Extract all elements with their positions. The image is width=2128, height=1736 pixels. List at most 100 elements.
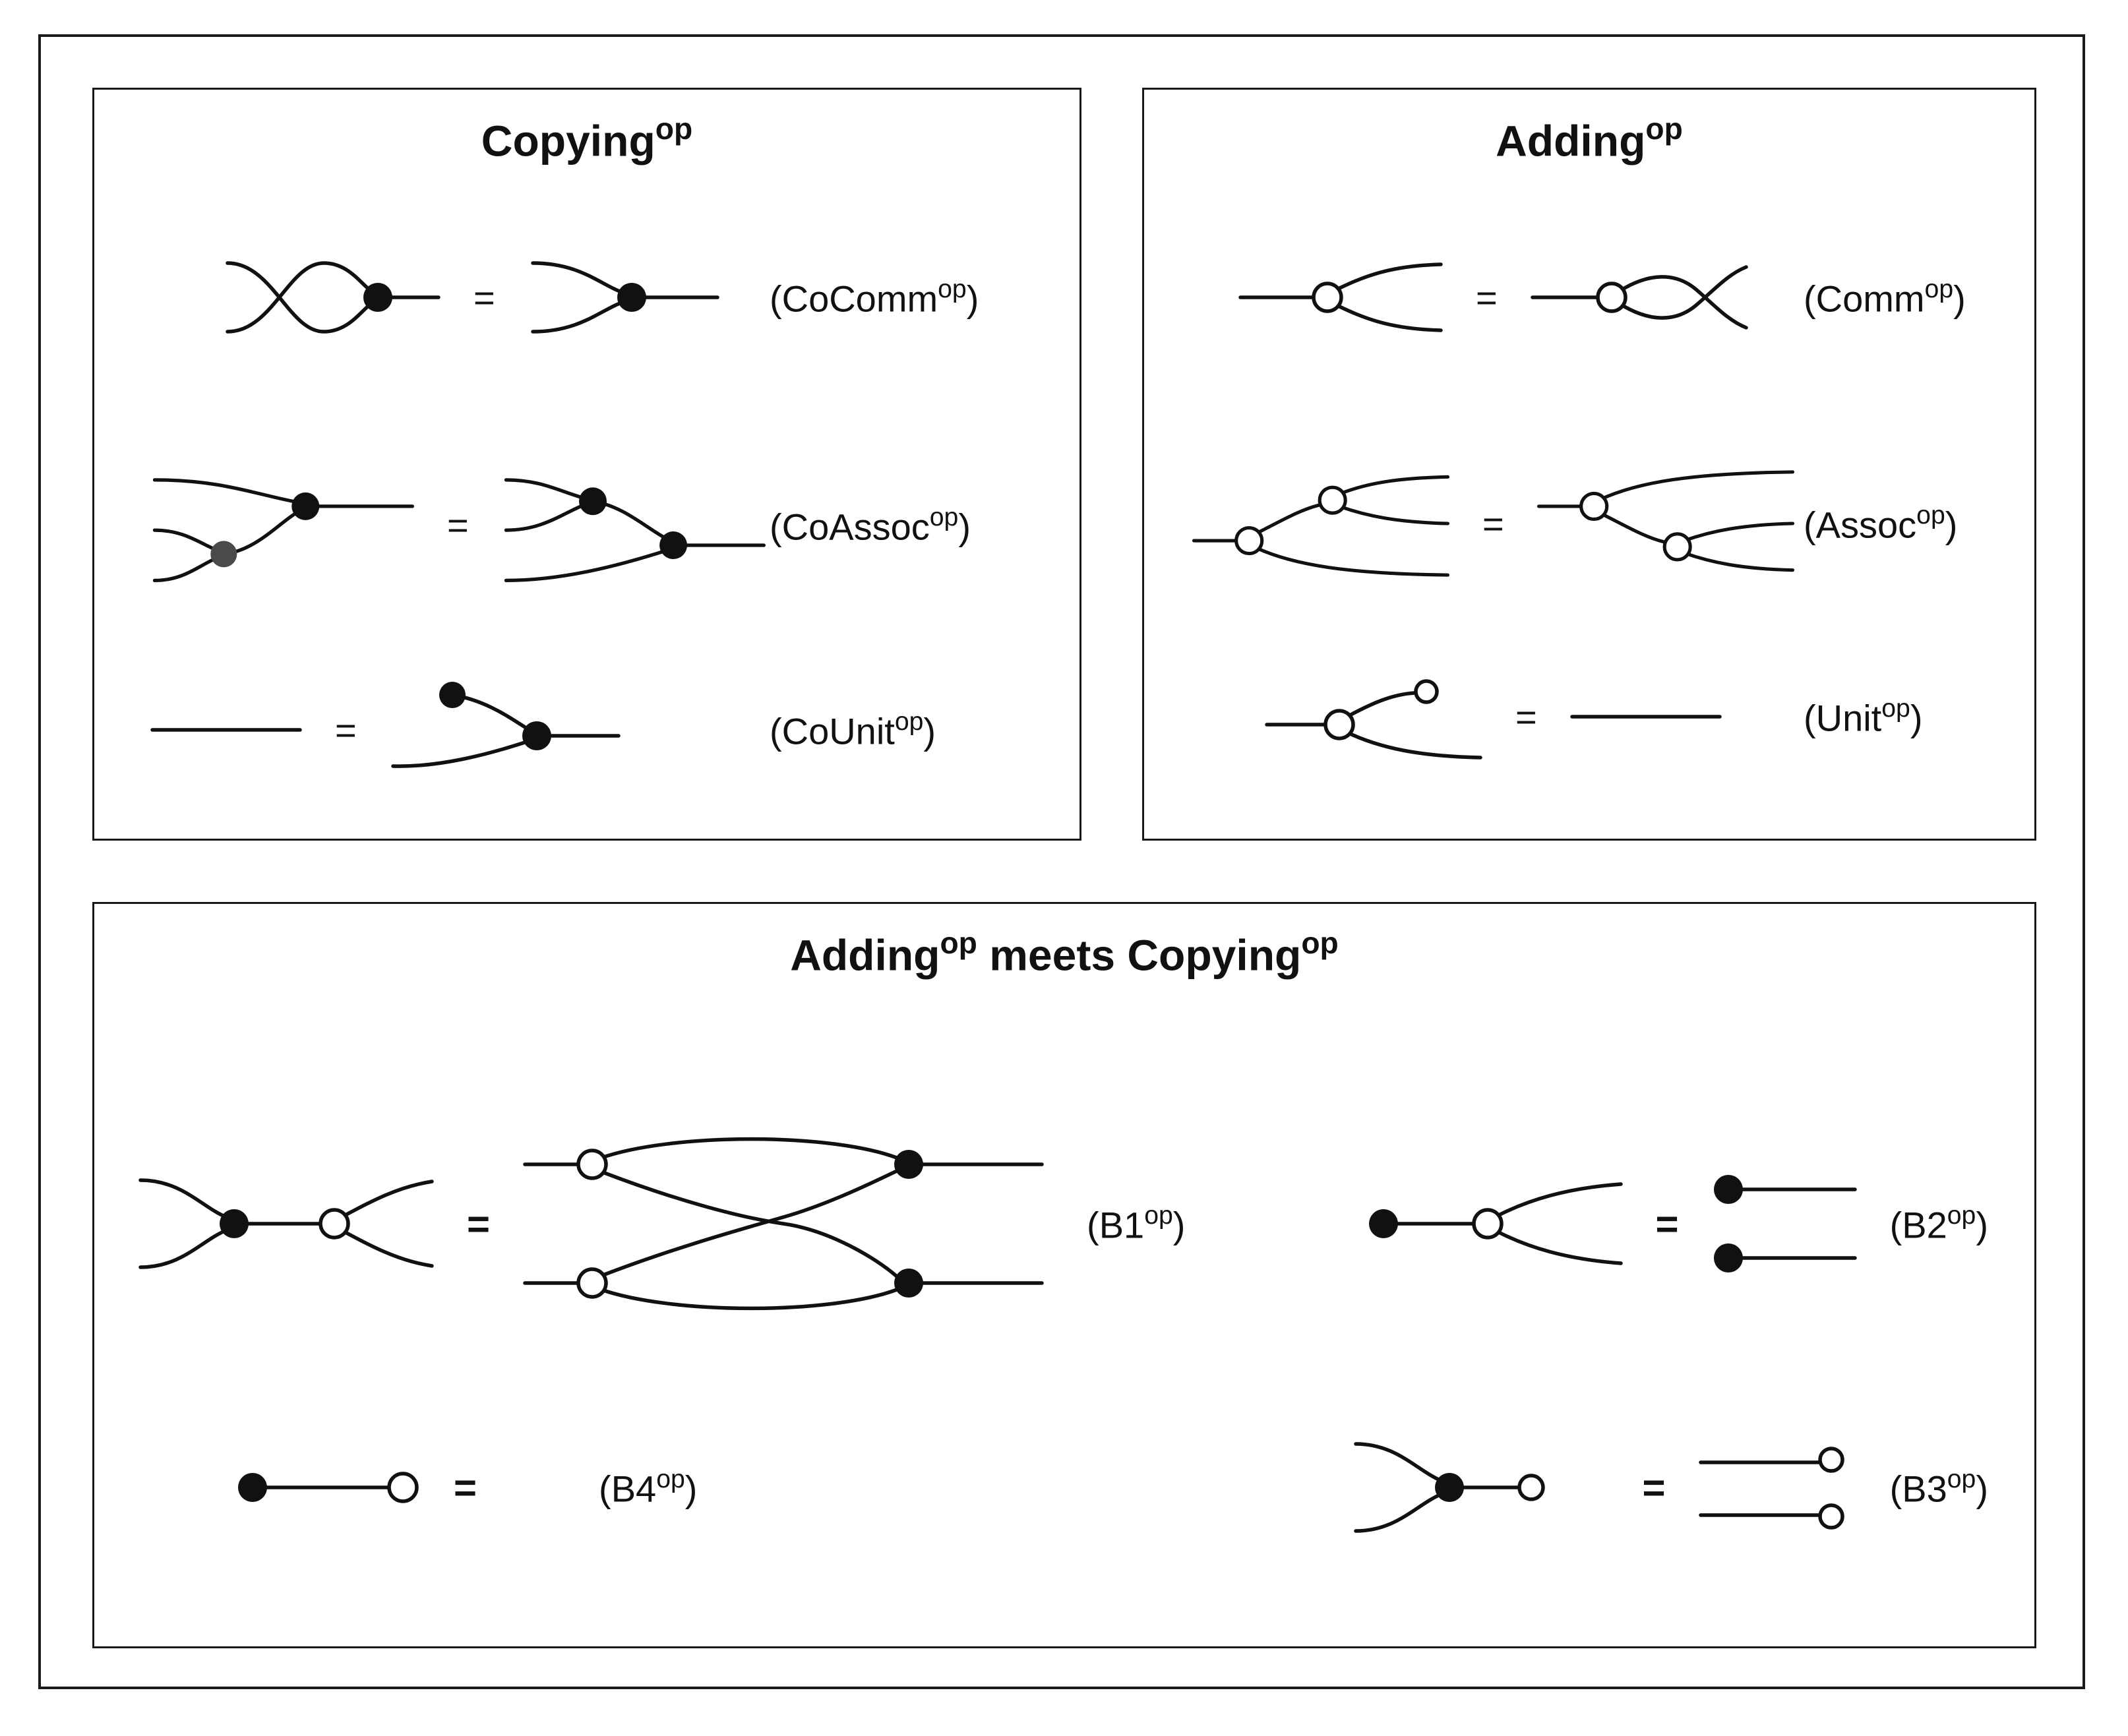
label-close: ) [958,506,971,548]
label-open: (Assoc [1804,504,1917,546]
merge-node [617,283,646,313]
wire [504,549,669,583]
merge-node [1434,1473,1464,1503]
split-node [1471,1208,1504,1240]
equation-label-comm: (Commop) [1804,275,2021,320]
wire [504,502,588,533]
diagram-b4-lhs [238,1472,419,1504]
unit-node [439,682,466,709]
diagram-b1-rhs [523,1137,1044,1311]
wire [152,556,220,583]
outer-border [38,34,2085,1689]
wire [597,1169,899,1279]
label-sup: op [894,707,924,736]
wire [1598,512,1666,544]
equals-sign: = [335,709,357,751]
title-sup: op [655,111,693,146]
wire [597,1287,899,1311]
title-text: meets Copying [977,930,1302,980]
merge-node [363,283,392,313]
label-close: ) [1976,1204,1988,1246]
diagram-b2-lhs [1368,1182,1623,1266]
merge-node [894,1150,924,1180]
panel-meets-title: Addingop meets Copyingop [94,925,2034,980]
wire [1492,1182,1623,1220]
unit-node [1368,1209,1398,1239]
label-close: ) [1945,504,1958,546]
label-close: ) [1172,1204,1186,1246]
diagram-b1-lhs [138,1178,434,1270]
wire [530,299,627,334]
diagram-b4-rhs-empty [506,1485,599,1490]
title-sup: op [1645,111,1683,146]
wire [1344,730,1482,760]
equals-sign: = [447,504,469,547]
counit-node [1817,1447,1844,1474]
equation-row-b1-b2: = (B1op) [94,1118,2034,1329]
label-close: ) [1910,697,1923,739]
equation-row-unit: = (Unitop) [1144,664,2034,769]
wire [1337,475,1450,496]
wire [222,508,303,556]
equation-label-unit: (Unitop) [1804,694,2021,740]
equation-row-coassoc: = (CoAssocop) [94,462,1079,588]
label-open: (Unit [1804,697,1882,739]
diagram-cocomm-rhs [530,261,719,334]
split-node [1234,526,1264,556]
wire [138,1228,228,1270]
label-close: ) [923,710,936,752]
counit-node [1817,1503,1844,1530]
counit-node [387,1472,419,1504]
label-sup: op [1947,1201,1976,1230]
label-close: ) [1976,1468,1988,1510]
title-text: Adding [1496,116,1646,165]
label-open: (CoAssoc [770,506,930,548]
diagram-assoc-rhs [1536,470,1794,572]
wire [1332,302,1443,333]
equals-sign: = [473,276,495,318]
label-open: (CoUnit [770,710,895,752]
label-open: (CoComm [770,278,938,320]
diagram-b2-rhs [1713,1175,1857,1273]
equals-sign: = [1642,1465,1666,1510]
diagram-counit-lhs [150,728,302,733]
title-text: Copying [481,116,655,165]
diagram-unit-rhs [1569,715,1722,719]
wire [1253,546,1450,578]
wire [152,528,220,553]
label-close: ) [684,1468,698,1510]
diagram-b3-rhs [1698,1447,1844,1530]
equation-label-b1: (B1op) [1087,1201,1185,1247]
merge-node [578,487,607,516]
unit-node [1713,1175,1743,1205]
diagram-coassoc-rhs [504,478,766,583]
label-open: (B4 [599,1468,657,1510]
diagram-comm-lhs [1238,262,1443,333]
diagram-unit-lhs [1265,679,1482,760]
equals-sign: = [454,1465,477,1510]
wire [1682,551,1794,572]
equals-sign: = [1515,696,1537,738]
diagram-b3-lhs [1353,1442,1545,1534]
diagram-comm-rhs [1530,265,1748,330]
equation-label-cocomm: (CoCommop) [770,275,1060,320]
panel-adding: Addingop = (Commop) [1142,88,2036,841]
diagram-assoc-lhs [1192,475,1450,578]
wire [1337,504,1450,525]
wire [390,739,531,769]
wire [597,1169,899,1279]
split-node [1662,532,1692,562]
title-text: Adding [790,930,940,980]
equation-row-counit: = (CoUnitop) [94,674,1079,786]
wire [226,261,375,334]
label-close: ) [1953,278,1966,320]
title-sup: op [940,926,977,960]
label-open: (B3 [1889,1468,1947,1510]
wire [138,1178,228,1220]
equals-sign: = [1655,1201,1679,1246]
unit-node [1713,1243,1743,1273]
equation-label-coassoc: (CoAssocop) [770,503,1060,549]
split-node [576,1149,608,1181]
split-node [1323,709,1355,741]
label-sup: op [1924,275,1954,304]
